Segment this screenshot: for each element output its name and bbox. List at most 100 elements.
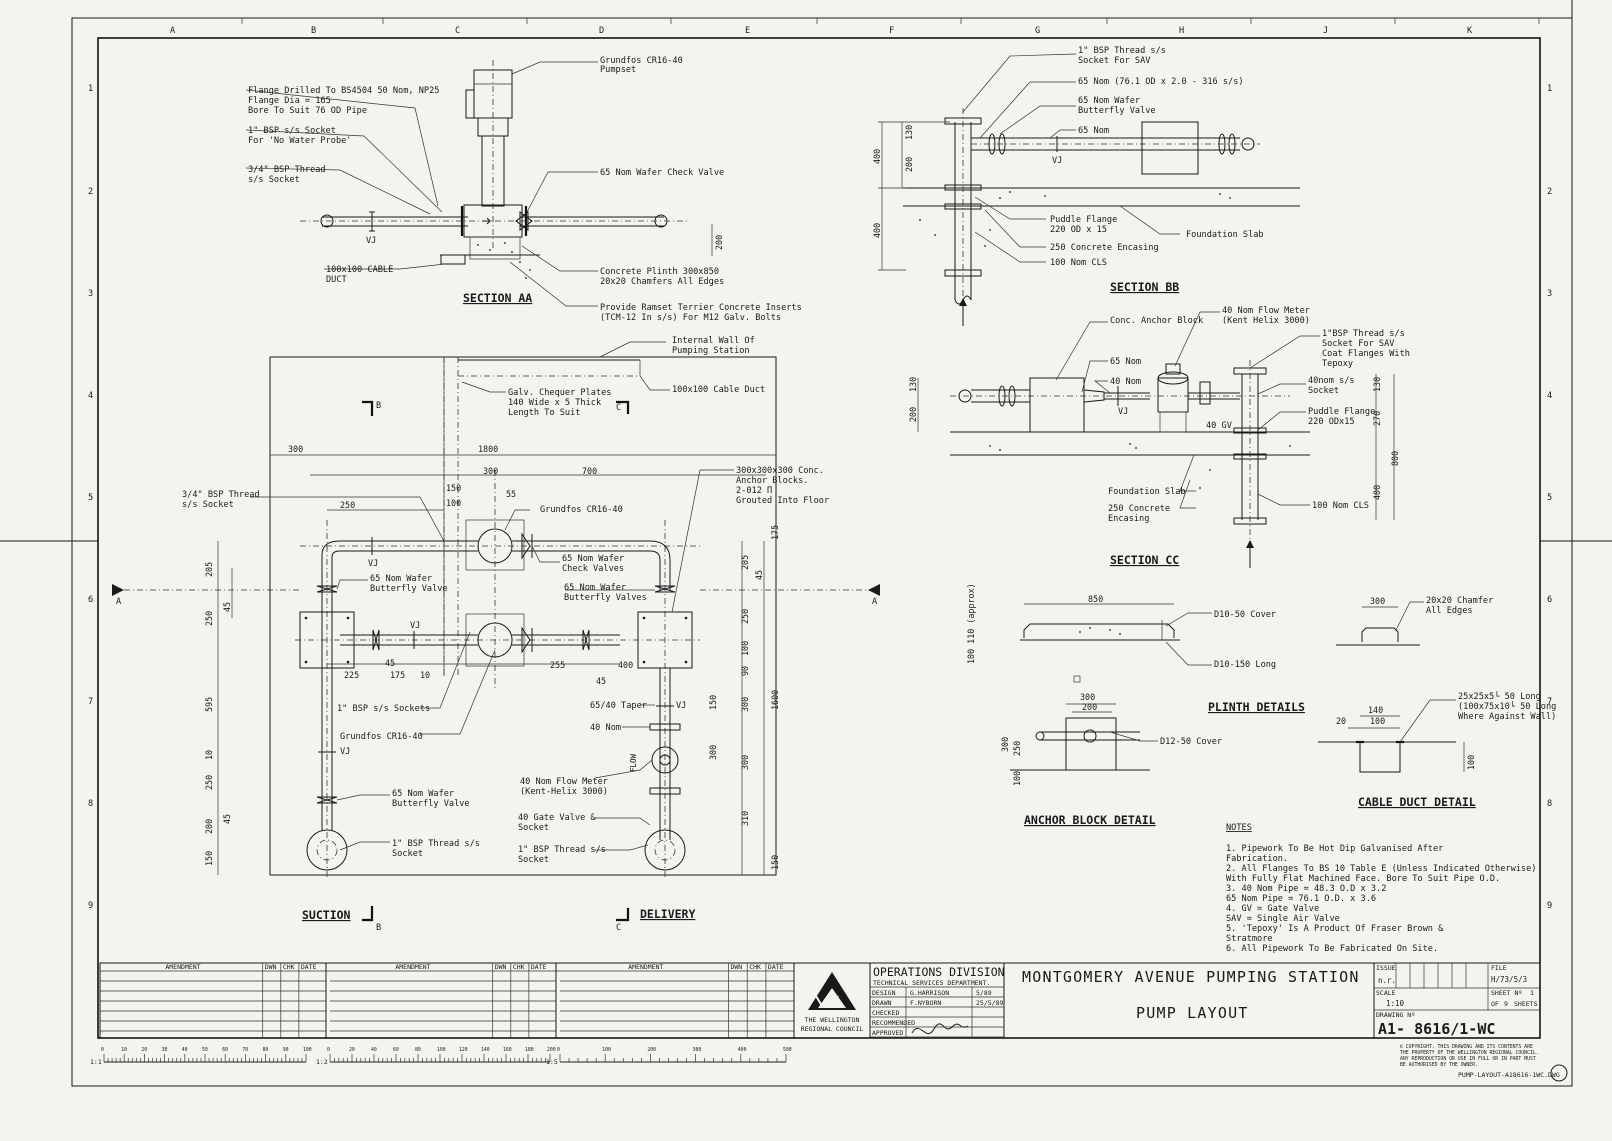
plan-dim-100: 100	[446, 498, 461, 508]
svg-text:Where Against Wall): Where Against Wall)	[1458, 712, 1556, 722]
plan-dim-r310: 310	[740, 811, 750, 826]
svg-text:Grouted Into Floor: Grouted Into Floor	[736, 496, 829, 506]
plan-chequer-label: Galv. Chequer Plates 140 Wide x 5 Thick …	[508, 388, 611, 418]
note-line: 3. 40 Nom Pipe = 48.3 O.D x 3.2	[1226, 884, 1386, 894]
scale-tick-label: 200	[647, 1047, 656, 1053]
plan-thread-socket-label: 3/4" BSP Thread s/s Socket	[182, 490, 260, 510]
note-line: With Fully Flat Machined Face. Bore To S…	[1226, 874, 1500, 884]
plan-dim-150: 150	[446, 483, 461, 493]
svg-text:Socket For SAV: Socket For SAV	[1322, 339, 1394, 349]
svg-text:3/4" BSP Thread: 3/4" BSP Thread	[182, 490, 260, 500]
date-header: DATE	[301, 963, 317, 971]
svg-text:(Kent Helix 3000): (Kent Helix 3000)	[1222, 316, 1310, 326]
scale-tick-label: 100	[437, 1047, 446, 1053]
grid-col-f: F	[889, 26, 894, 36]
grid-row-right-1: 1	[1547, 84, 1552, 94]
scale-tick-label: 0	[327, 1047, 330, 1053]
svg-text:s/s Socket: s/s Socket	[248, 175, 300, 185]
drawing-no-label: DRAWING Nº	[1376, 1011, 1415, 1019]
plan-dim-300b: 300	[483, 466, 498, 476]
plan-gate-valve-label: 40 Gate Valve & Socket	[518, 813, 596, 833]
signoff-role: DESIGN	[872, 989, 896, 997]
cable-duct-detail-title: CABLE DUCT DETAIL	[1358, 795, 1476, 809]
svg-text:Butterfly Valves: Butterfly Valves	[564, 593, 647, 603]
scale-tick-label: 40	[182, 1047, 188, 1053]
bb-pipe-spec-label: 65 Nom (76.1 OD x 2.0 - 316 s/s)	[1078, 77, 1244, 87]
cc-dim-800: 800	[1390, 451, 1400, 466]
plinth-dim-300: 300	[1370, 596, 1385, 606]
bb-butterfly-label: 65 Nom Wafer Butterfly Valve	[1078, 96, 1156, 116]
cable-duct-detail: 140 20 100 100 25x25x5└ 50 Long (100x75x…	[1318, 691, 1556, 809]
svg-text:SCALE: SCALE	[1376, 989, 1396, 997]
svg-text:2-012 Π: 2-012 Π	[736, 486, 772, 496]
svg-text:1" BSP Thread s/s: 1" BSP Thread s/s	[518, 845, 606, 855]
svg-text:Butterfly Valve: Butterfly Valve	[392, 799, 470, 809]
section-mark-b-bottom: B	[376, 923, 381, 933]
plan-taper-label: 65/40 Taper	[590, 701, 647, 711]
svg-text:BE AUTHORISED BY THE OWNER.: BE AUTHORISED BY THE OWNER.	[1400, 1062, 1478, 1068]
grid-col-d: D	[599, 26, 604, 36]
anchor-dim-200: 200	[1082, 702, 1097, 712]
svg-text:SHEET Nº: SHEET Nº	[1491, 989, 1522, 997]
cad-filename: PUMP-LAYOUT-A18616-1WC.DWG	[1458, 1071, 1560, 1079]
svg-text:Socket: Socket	[518, 855, 549, 865]
section-cc-title: SECTION CC	[1110, 553, 1179, 567]
cc-thread-sav-label: 1"BSP Thread s/s Socket For SAV Coat Fla…	[1322, 329, 1410, 369]
signoff-role: CHECKED	[872, 1009, 899, 1017]
plan-dim-r1600: 1600	[770, 690, 780, 710]
scale-tick-label: 50	[202, 1047, 208, 1053]
grid-row-right-2: 2	[1547, 187, 1552, 197]
plan-dim-r300a: 300	[740, 697, 750, 712]
svg-text:For 'No Water Probe': For 'No Water Probe'	[248, 136, 351, 146]
division-label: OPERATIONS DIVISION	[873, 965, 1005, 979]
svg-text:65 Nom Wafer: 65 Nom Wafer	[392, 789, 454, 799]
plan-dim-400: 400	[618, 660, 633, 670]
plan-dim-r90: 90	[740, 666, 750, 676]
svg-text:Concrete Plinth 300x850: Concrete Plinth 300x850	[600, 267, 719, 277]
cc-encasing-label: 250 Concrete Encasing	[1108, 504, 1170, 524]
svg-text:ISSUE: ISSUE	[1376, 964, 1396, 972]
signoff-role: RECOMMENDED	[872, 1019, 915, 1027]
anchor-block-detail-title: ANCHOR BLOCK DETAIL	[1024, 813, 1156, 827]
plan-40nom-label: 40 Nom	[590, 723, 621, 733]
plan-dim-175: 175	[390, 670, 405, 680]
aa-dim-200: 200	[714, 235, 724, 250]
grid-row-left-7: 7	[88, 697, 93, 707]
approval-signature	[911, 1023, 969, 1035]
cc-dim-200: 200	[908, 407, 918, 422]
plan-vj-2: VJ	[410, 621, 420, 631]
svg-text:Socket: Socket	[518, 823, 549, 833]
grid-col-j: J	[1323, 26, 1328, 36]
svg-text:20x20 Chamfer: 20x20 Chamfer	[1426, 596, 1493, 606]
note-line: 4. GV = Gate Valve	[1226, 904, 1319, 914]
plan-grundfos-bottom-label: Grundfos CR16-40	[340, 732, 423, 742]
svg-text:300x300x300 Conc.: 300x300x300 Conc.	[736, 466, 824, 476]
bb-65nom-label: 65 Nom	[1078, 126, 1109, 136]
date-header: DATE	[768, 963, 784, 971]
svg-text:Butterfly Valve: Butterfly Valve	[370, 584, 448, 594]
svg-text:Puddle Flange: Puddle Flange	[1308, 407, 1375, 417]
svg-text:3/4" BSP Thread: 3/4" BSP Thread	[248, 165, 326, 175]
svg-text:1" BSP Thread s/s: 1" BSP Thread s/s	[1078, 46, 1166, 56]
department-label: TECHNICAL SERVICES DEPARTMENT.	[873, 979, 990, 987]
signoff-date: 5/89	[976, 989, 992, 997]
plan-vj-3: VJ	[340, 747, 350, 757]
svg-text:REGIONAL COUNCIL: REGIONAL COUNCIL	[801, 1025, 864, 1033]
grid-row-left-9: 9	[88, 901, 93, 911]
grid-row-left-3: 3	[88, 289, 93, 299]
plan-dim-r175: 175	[770, 525, 780, 540]
plinth-long-label: D10-150 Long	[1214, 660, 1276, 670]
plan-grundfos-top-label: Grundfos CR16-40	[540, 505, 623, 515]
svg-text:ANY REPRODUCTION OR USE IN FUL: ANY REPRODUCTION OR USE IN FULL OR IN PA…	[1400, 1056, 1536, 1062]
scale-tick-label: 60	[222, 1047, 228, 1053]
plan-dim-l150: 150	[204, 851, 214, 866]
note-line: 6. All Pipework To Be Fabricated On Site…	[1226, 944, 1438, 954]
scale-tick-label: 20	[141, 1047, 147, 1053]
date-header: DATE	[531, 963, 547, 971]
bb-cls-label: 100 Nom CLS	[1050, 258, 1107, 268]
grid-row-right-7: 7	[1547, 697, 1552, 707]
plan-dim-l205: 205	[204, 562, 214, 577]
grid-row-left-2: 2	[88, 187, 93, 197]
